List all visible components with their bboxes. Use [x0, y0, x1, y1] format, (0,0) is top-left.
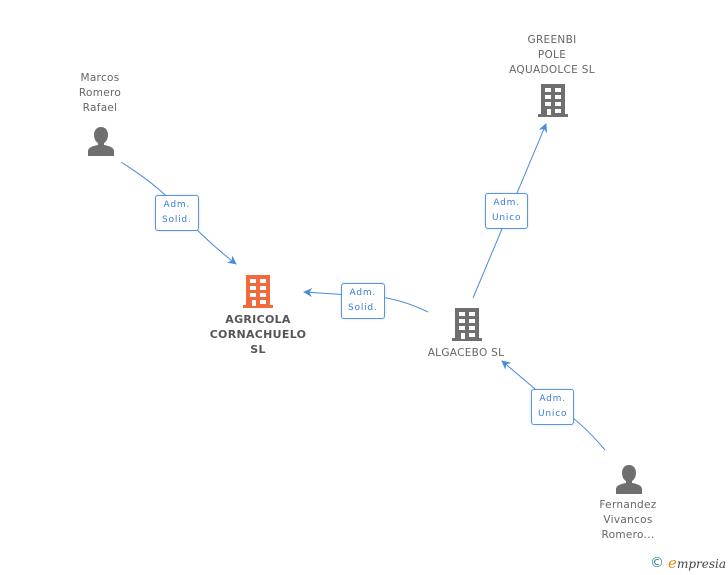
label-line: Rafael: [82, 102, 118, 114]
node-label-fernandez-vivancos[interactable]: Fernandez Vivancos Romero...: [586, 498, 670, 543]
node-label-marcos-romero-rafael[interactable]: Marcos Romero Rafael: [62, 71, 138, 116]
edge-label-line: Adm.: [493, 198, 520, 208]
brand-name: mpresia: [676, 557, 726, 571]
label-line: GREENBI: [527, 34, 577, 46]
label-line: Fernandez: [599, 499, 657, 511]
edge-label-marcos-agricola: Adm. Solid.: [155, 195, 199, 231]
edge-label-line: Adm.: [163, 200, 191, 210]
label-line: SL: [250, 343, 266, 356]
label-line: CORNACHUELO: [209, 328, 307, 341]
label-line: Romero: [78, 87, 122, 99]
node-label-greenbi-pole-aquadolce[interactable]: GREENBI POLE AQUADOLCE SL: [500, 33, 604, 78]
label-line: POLE: [537, 49, 567, 61]
empresia-logo: empresia: [668, 554, 726, 572]
building-icon: [452, 308, 482, 341]
copyright-icon: ©: [650, 555, 665, 571]
building-icon: [538, 84, 568, 117]
node-label-algacebo[interactable]: ALGACEBO SL: [416, 346, 516, 361]
brand-initial: e: [668, 554, 677, 572]
edge-label-line: Solid.: [348, 303, 378, 313]
label-line: ALGACEBO SL: [427, 347, 505, 359]
person-icon: [616, 465, 642, 494]
edge-label-algacebo-greenbi: Adm. Unico: [485, 193, 529, 229]
label-line: Vivancos: [603, 514, 653, 526]
label-line: Marcos: [80, 72, 120, 84]
edge-label-fernandez-algacebo: Adm. Unico: [531, 389, 575, 425]
empresia-watermark: © empresia: [650, 554, 726, 572]
edge-label-line: Adm.: [349, 288, 377, 298]
label-line: AGRICOLA: [225, 313, 291, 326]
edge-label-line: Unico: [538, 409, 568, 419]
edge-label-line: Unico: [492, 213, 522, 223]
edge-label-algacebo-agricola: Adm. Solid.: [341, 283, 385, 319]
label-line: AQUADOLCE SL: [509, 64, 595, 76]
main-company-building-icon: [243, 275, 273, 308]
label-line: Romero...: [601, 529, 655, 541]
edge-label-line: Adm.: [539, 394, 566, 404]
edge-label-line: Solid.: [162, 215, 192, 225]
node-label-agricola-cornachuelo[interactable]: AGRICOLA CORNACHUELO SL: [200, 312, 316, 357]
person-icon: [88, 127, 114, 156]
